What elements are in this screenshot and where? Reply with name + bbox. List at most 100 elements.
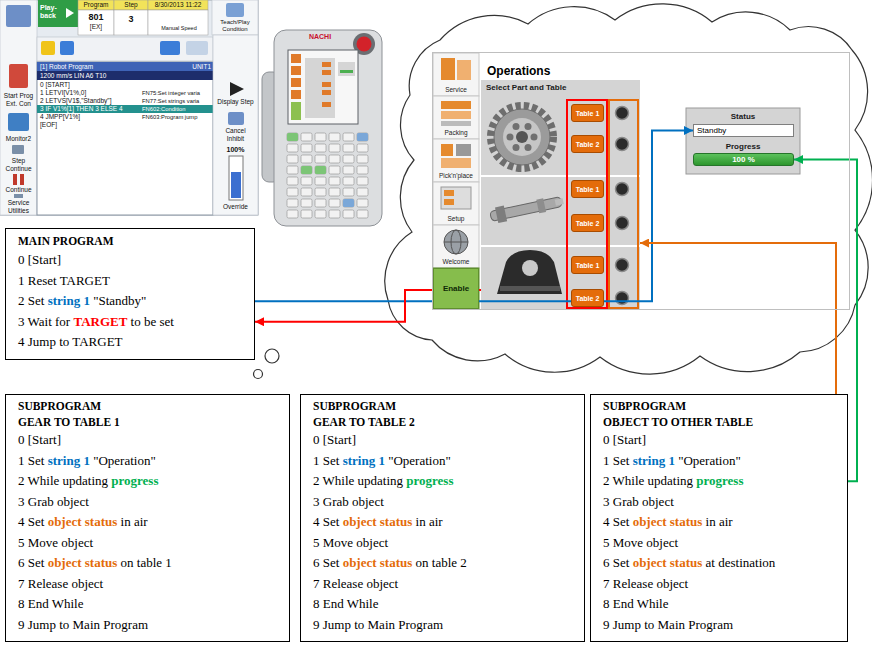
gear-picture [516, 131, 528, 143]
box-text: 0 [Start] [18, 250, 244, 271]
box-text: 0 [Start] [18, 430, 279, 451]
menu-sidebar [441, 144, 453, 156]
selection-panel: Select Part and TableTable 1 Table 2 Table… [481, 80, 640, 309]
selection-panel-art [481, 245, 640, 247]
screen-label: 0 [START] [40, 81, 138, 89]
highlight-frames [609, 100, 638, 308]
gear-picture [525, 144, 532, 151]
shaft-picture [555, 198, 564, 206]
highlighted-word: 1 [83, 293, 90, 308]
screen-label: 3 [114, 14, 148, 24]
progress-bar: 100 % [693, 153, 794, 166]
highlighted-word: string [343, 453, 376, 468]
box-text: 8 End While [18, 594, 279, 615]
program-box: SUBPROGRAM GEAR TO TABLE 20 [Start]1 Set… [300, 394, 585, 642]
box-text: 1 Set string 1 "Operation" [313, 451, 574, 472]
menu-sidebar [433, 225, 479, 268]
pendant-screenshot [114, 0, 148, 10]
highlighted-word: status [670, 514, 703, 529]
screen-label: FN77:Set strings varia [142, 97, 212, 105]
box-text: 3 Grab object [313, 492, 574, 513]
screen-label: FN602:Condition [142, 105, 212, 113]
box-text: Pick'n'place [439, 171, 473, 180]
box-text: 4 Set object status in air [18, 512, 279, 533]
box-text: Select Part and Table [481, 80, 640, 92]
teach-pendant-device [340, 70, 353, 73]
status-field: Standby [693, 124, 794, 137]
operations-window: OperationsServicePackingPick'n'placeSetu… [432, 52, 850, 310]
pendant-screenshot [0, 0, 258, 215]
box-text: 3 Wait for TARGET to be set [18, 312, 244, 333]
pendant-screenshot [37, 62, 213, 215]
screen-label: Continue [1, 186, 36, 194]
highlighted-word: string [633, 453, 666, 468]
box-text: 5 Move object [18, 533, 279, 554]
menu-sidebar [433, 182, 479, 225]
screen-label: Teach/Play Condition [212, 19, 258, 33]
indicator-lamps [616, 183, 629, 196]
table-button: Table 1 [571, 180, 604, 198]
pendant-screenshot [12, 145, 24, 154]
screen-label: 3 IF V1%[1] THEN 3 ELSE 4 [40, 105, 138, 113]
indicator-lamps [616, 107, 629, 120]
screen-label: [EOF] [40, 121, 138, 129]
shaft-picture [536, 198, 546, 213]
screen-label: Start Prog Ext. Con [1, 92, 36, 107]
box-text: 7 Release object [18, 574, 279, 595]
box-text: 0 [Start] [603, 430, 837, 451]
menu-sidebar [433, 96, 479, 139]
highlighted-word: status [85, 555, 118, 570]
pendant-screenshot [6, 5, 31, 27]
gear-picture [507, 134, 514, 141]
box-text: 8 End While [313, 594, 574, 615]
highlighted-word: progress [111, 473, 158, 488]
pendant-screenshot [66, 8, 74, 18]
table-button: Table 1 [571, 104, 604, 122]
box-text: 2 While updating progress [313, 471, 574, 492]
menu-tile: Packing [433, 96, 479, 139]
box-text: 2 While updating progress [18, 471, 279, 492]
screen-label: 4 JMPP[V1%] [40, 113, 138, 121]
box-text: 8 End While [603, 594, 837, 615]
box-text: MAIN PROGRAM [18, 232, 244, 250]
teach-pendant-device [322, 90, 331, 95]
box-text: 9 Jump to Main Program [603, 615, 837, 636]
box-text: Standby [697, 126, 726, 135]
highlighted-word: status [670, 555, 703, 570]
status-panel-art [686, 108, 800, 174]
highlighted-word: string [48, 293, 81, 308]
highlight-frames [567, 100, 607, 308]
menu-sidebar [441, 58, 455, 80]
indicator-lamps [616, 292, 629, 305]
box-text: 7 Release object [603, 574, 837, 595]
screen-label: 1 LETVI[V1%,0] [40, 89, 138, 97]
table-button: Table 2 [571, 289, 604, 307]
pendant-screenshot [37, 62, 213, 71]
box-text: SUBPROGRAM OBJECT TO OTHER TABLE [603, 398, 837, 430]
box-text: 4 Set object status in air [603, 512, 837, 533]
teach-pendant-device [343, 199, 354, 207]
pendant-screenshot [160, 41, 180, 55]
screen-label: Play-back [40, 4, 64, 20]
selection-panel-art [481, 175, 640, 177]
table-button: Table 1 [571, 256, 604, 274]
indicator-lamps [616, 259, 629, 272]
pendant-screenshot [8, 113, 29, 131]
gear-picture [513, 144, 520, 151]
teach-pendant-device [322, 70, 331, 75]
highlighted-word: 1 [83, 453, 90, 468]
box-text: Operations [487, 64, 849, 78]
highlighted-word: object [48, 555, 82, 570]
pendant-screenshot [37, 71, 213, 80]
pendant-screenshot [0, 0, 258, 215]
menu-sidebar [441, 111, 471, 119]
box-text: Table 2 [576, 140, 600, 149]
pendant-screenshot [60, 41, 74, 55]
highlighted-word: object [633, 555, 667, 570]
teach-pendant-device [357, 133, 368, 141]
highlighted-word: string [48, 453, 81, 468]
menu-tile: Pick'n'place [433, 139, 479, 182]
box-text: 6 Set object status on table 2 [313, 553, 574, 574]
pendant-screenshot [148, 10, 208, 35]
